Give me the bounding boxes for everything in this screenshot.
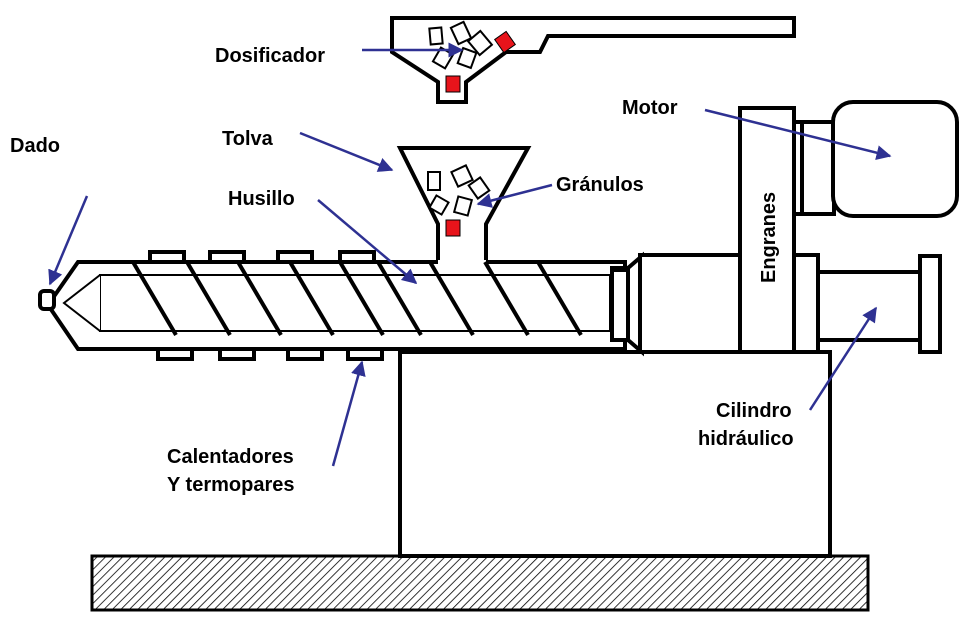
label-husillo: Husillo bbox=[228, 188, 295, 210]
label-engranes: Engranes bbox=[758, 192, 780, 283]
gears-box bbox=[738, 106, 796, 354]
label-cilindro-1: Cilindro bbox=[716, 400, 792, 422]
die-nozzle bbox=[38, 289, 56, 311]
label-motor: Motor bbox=[622, 97, 678, 119]
label-calentadores-1: Calentadores bbox=[167, 446, 294, 468]
hydraulic-cylinder bbox=[816, 270, 922, 342]
motor bbox=[831, 100, 959, 218]
support-stand bbox=[398, 350, 832, 558]
label-dosificador: Dosificador bbox=[215, 45, 325, 67]
label-arrows bbox=[48, 42, 892, 467]
base-floor bbox=[90, 554, 870, 612]
heaters bbox=[148, 250, 384, 361]
label-tolva: Tolva bbox=[222, 128, 274, 150]
label-dado: Dado bbox=[10, 135, 60, 157]
pellets-hopper bbox=[427, 164, 491, 237]
label-cilindro-2: hidráulico bbox=[698, 428, 794, 450]
label-calentadores-2: Y termopares bbox=[167, 474, 294, 496]
dosifier bbox=[390, 16, 796, 104]
label-granulos: Gránulos bbox=[556, 174, 644, 196]
screw bbox=[62, 260, 611, 337]
drive-housing bbox=[638, 253, 742, 354]
